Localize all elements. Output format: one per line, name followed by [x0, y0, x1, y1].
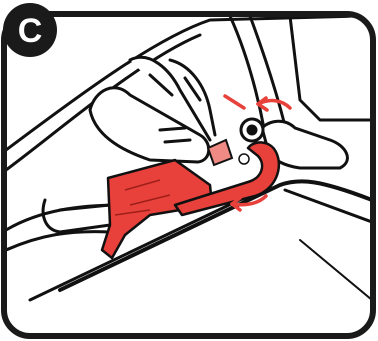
step-badge: C — [3, 3, 57, 57]
step-badge-label: C — [18, 12, 43, 50]
